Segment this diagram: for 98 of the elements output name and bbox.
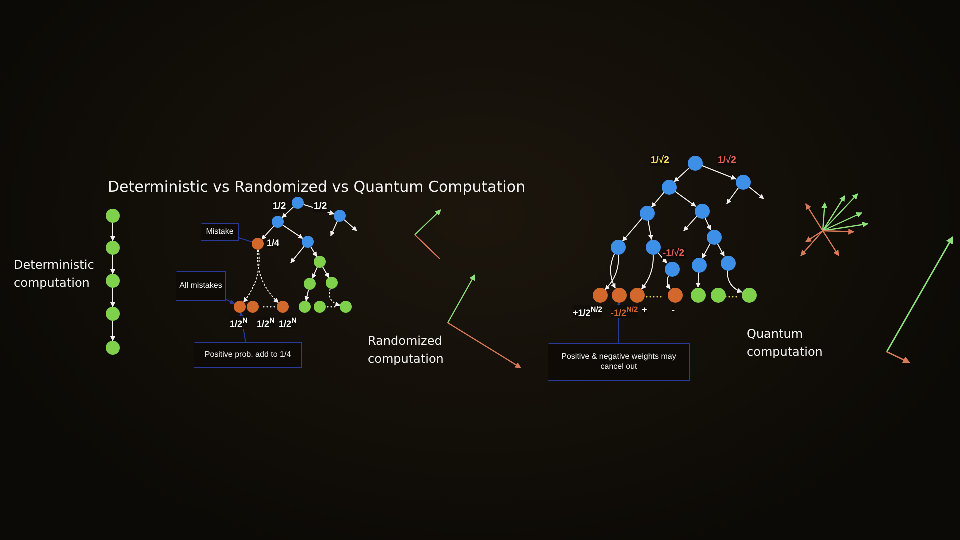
node-circle (640, 206, 654, 220)
node-circle (334, 210, 346, 222)
arrow (330, 220, 338, 236)
slide-title: Deterministic vs Randomized vs Quantum Computation (108, 177, 526, 198)
node-circle (252, 238, 264, 250)
callout-box: Positive & negative weights may cancel out (548, 343, 690, 381)
arrow (657, 252, 668, 264)
leader-line (239, 312, 246, 342)
edge-label: 1/√2 (717, 155, 738, 166)
arrow (282, 206, 294, 218)
arrow (702, 243, 711, 259)
arrow (641, 254, 654, 290)
edge-label: 1/√2 (650, 155, 670, 166)
edge-label: 1/2 (313, 201, 328, 212)
arrow (610, 253, 616, 289)
arrow (312, 266, 318, 280)
arrow (604, 254, 620, 290)
node-circle (314, 301, 326, 313)
node-circle (234, 301, 246, 313)
arrow (243, 249, 260, 303)
arrow (666, 275, 671, 290)
caption-text: Randomized computation (368, 333, 445, 368)
leader-line (238, 238, 253, 243)
callout-box: Positive prob. add to 1/4 (194, 342, 302, 368)
arrow (329, 288, 341, 307)
arrow (322, 266, 330, 278)
node-circle (690, 288, 706, 302)
node-circle (299, 301, 311, 313)
node-circle (277, 301, 289, 313)
arrow (622, 218, 643, 242)
node-circle (710, 288, 726, 302)
caption-text: Deterministic computation (14, 257, 96, 292)
node-circle (106, 307, 120, 321)
arrow (701, 165, 737, 180)
weight-label: 1/2$^{N}$ (230, 316, 248, 329)
node-circle (314, 256, 326, 268)
arrow (110, 222, 116, 242)
weight-label: 1/4 (267, 238, 280, 248)
leader-line (226, 298, 236, 305)
node-circle (662, 180, 676, 194)
node-circle (304, 278, 316, 290)
weight-label: + (642, 305, 648, 315)
arrow (110, 320, 116, 342)
arrow (303, 204, 335, 216)
weight-label: 1/2$^{N}$ (257, 316, 275, 329)
node-circle (340, 301, 352, 313)
node-circle (688, 156, 702, 170)
edge-label: -1/√2 (662, 248, 686, 259)
node-circle (272, 216, 284, 228)
arrow (282, 224, 304, 240)
arrow (304, 289, 310, 302)
node-circle (302, 236, 314, 248)
arrow (748, 186, 764, 200)
node-circle (692, 258, 706, 272)
arrow (684, 216, 698, 232)
arrow (262, 226, 274, 240)
arrow (704, 217, 712, 231)
caption-text: Quantum computation (747, 326, 824, 361)
weight-label: +1/2$^{N/2}$ (573, 305, 602, 318)
node-circle (106, 209, 120, 223)
node-circle (720, 256, 736, 270)
arrow (344, 219, 358, 232)
arrow (696, 272, 701, 288)
callout-box: All mistakes (176, 271, 226, 301)
arrow (110, 254, 116, 274)
node-circle (694, 204, 710, 218)
node-circle (326, 277, 338, 289)
arrow (717, 243, 725, 257)
node-circle (736, 174, 750, 190)
arrow (726, 188, 740, 204)
node-circle (612, 288, 626, 302)
node-circle (664, 262, 680, 276)
node-circle (706, 230, 722, 244)
node-circle (106, 341, 120, 355)
node-circle (630, 288, 644, 302)
edge-label: 1/2 (272, 201, 288, 212)
node-circle (592, 288, 608, 302)
weight-label: -1/2$^{N/2}$ (611, 305, 638, 318)
callout-box: Mistake (201, 223, 239, 241)
node-circle (292, 197, 304, 209)
node-circle (668, 288, 682, 302)
node-circle (742, 288, 756, 302)
weight-label: - (672, 305, 675, 315)
arrow (110, 288, 116, 308)
arrow (727, 270, 742, 293)
arrow (674, 190, 696, 208)
arrow (674, 168, 690, 182)
node-circle (247, 301, 259, 313)
node-circle (610, 240, 626, 254)
arrow (651, 192, 665, 208)
node-circle (106, 274, 120, 288)
arrow (290, 246, 305, 264)
arrow (310, 246, 318, 258)
weight-label: 1/2$^{N}$ (279, 316, 297, 329)
node-circle (106, 241, 120, 255)
arrow (256, 250, 280, 304)
arrow (648, 220, 654, 240)
node-circle (646, 240, 660, 254)
